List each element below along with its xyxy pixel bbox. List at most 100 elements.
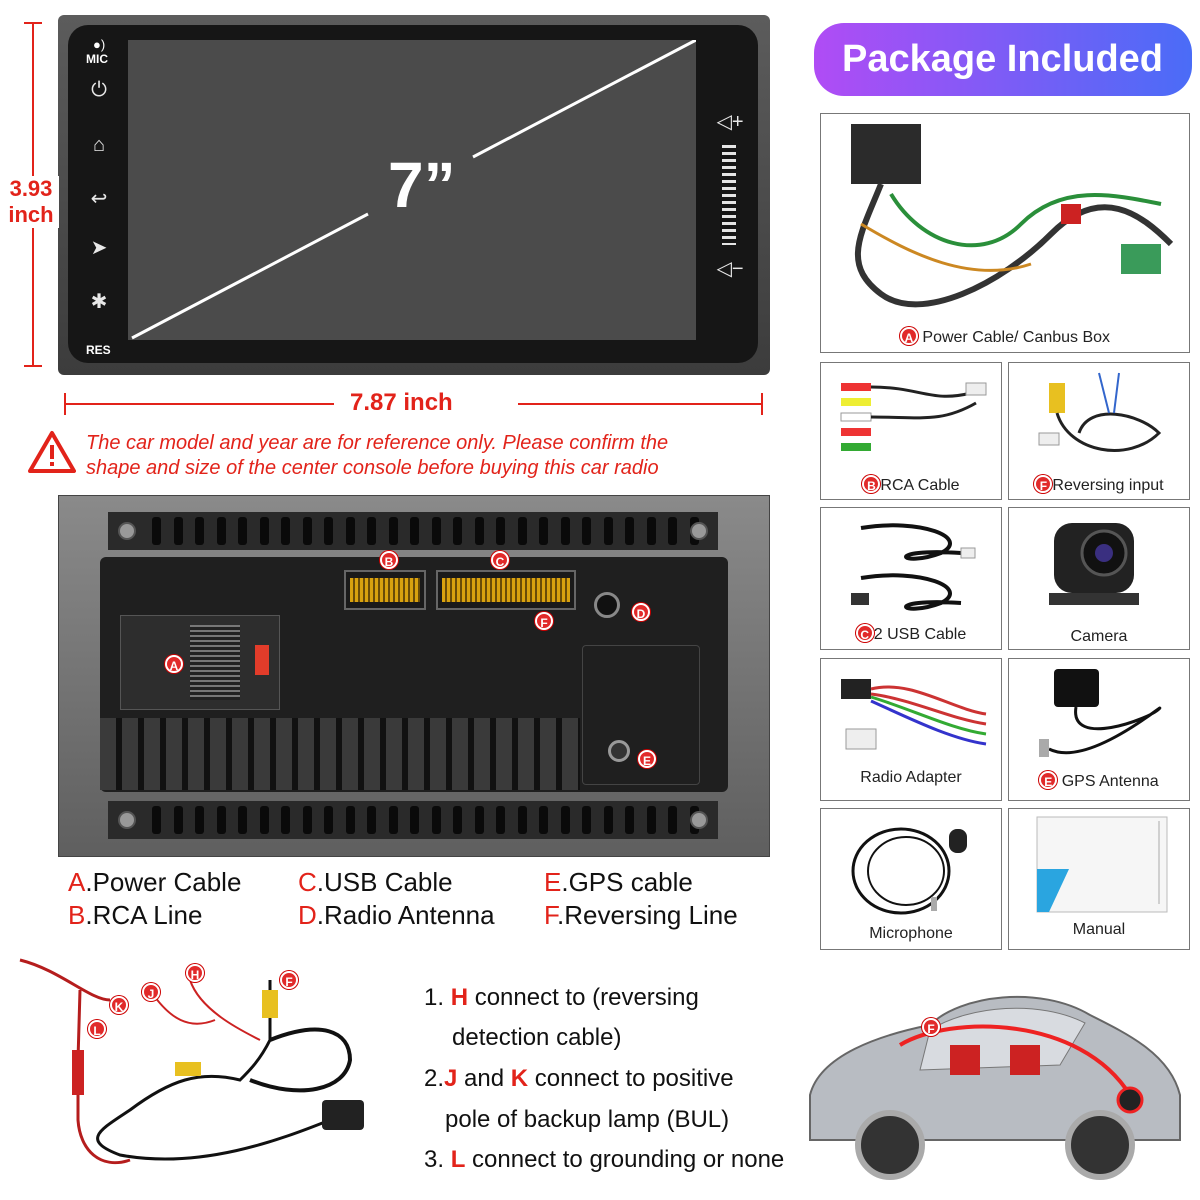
wire-badge-h: H — [186, 964, 204, 982]
wire-badge-k: K — [110, 996, 128, 1014]
screw-icon — [118, 811, 136, 829]
rail-slot — [582, 517, 591, 545]
legend-a: A.Power Cable — [68, 867, 242, 897]
back-icon: ↩ — [90, 188, 108, 210]
diagonal-line — [131, 40, 696, 340]
rail-slot — [324, 806, 333, 834]
rail-slot — [259, 517, 269, 545]
volume-up-icon: ◁+ — [716, 111, 744, 133]
usb-cable-image — [851, 523, 976, 611]
volume-down-icon: ◁− — [716, 258, 744, 280]
rail-slot — [195, 806, 204, 834]
gps-section — [582, 645, 700, 785]
rail-slot — [388, 806, 398, 834]
rail-slot — [625, 806, 634, 834]
power-icon: ⏻ — [91, 79, 107, 101]
bluetooth-icon: ✱ — [90, 291, 108, 313]
item-label: Microphone — [869, 925, 953, 942]
instruction-step-1-cont: detection cable) — [452, 1024, 622, 1051]
rail-slot — [152, 806, 161, 834]
mic-icon: ●) — [93, 37, 106, 52]
wire-badge-f: F — [280, 971, 298, 989]
rail-slot — [238, 517, 247, 545]
reversing-wire-diagram — [19, 958, 364, 1165]
rail-slot — [152, 517, 161, 545]
rail-slot — [431, 517, 441, 545]
legend-f: F.Reversing Line — [544, 900, 738, 930]
rail-slot — [388, 517, 398, 545]
radio-antenna-port — [594, 592, 620, 618]
rail-slot — [367, 517, 376, 545]
reversing-input-image — [1038, 372, 1162, 452]
microphone-image — [851, 827, 967, 915]
rail-slot — [345, 517, 355, 545]
top-rail — [108, 512, 718, 550]
package-item-radio-adapter: Radio Adapter — [820, 658, 1002, 801]
width-label: 7.87 inch — [350, 389, 453, 416]
rail-slot — [410, 517, 419, 545]
rail-slot — [474, 517, 484, 545]
rail-slot — [603, 517, 613, 545]
warning-text-2: shape and size of the center console bef… — [86, 457, 659, 479]
package-item-gps-antenna: E GPS Antenna — [1008, 658, 1190, 801]
bottom-rail — [108, 801, 718, 839]
rail-slot — [302, 806, 312, 834]
rail-slot — [646, 517, 656, 545]
rail-slot — [195, 517, 204, 545]
rail-slot — [431, 806, 441, 834]
badge: A — [899, 327, 918, 345]
power-cable-image — [851, 124, 1174, 308]
instruction-step-2: 2.J and K connect to positive — [424, 1065, 734, 1092]
package-item-power-cable: A Power Cable/ Canbus Box — [820, 113, 1190, 353]
item-label: Reversing input — [1052, 477, 1164, 494]
warning-icon — [28, 431, 76, 473]
radio-adapter-image — [841, 679, 987, 750]
instruction-step-1: 1. H connect to (reversing — [424, 984, 699, 1011]
legend-d: D.Radio Antenna — [298, 900, 495, 930]
screw-icon — [690, 811, 708, 829]
back-badge-e: E — [638, 750, 656, 768]
legend-e: E.GPS cable — [544, 867, 693, 897]
warning-text-1: The car model and year are for reference… — [86, 432, 669, 454]
wire-badge-l: L — [88, 1020, 106, 1038]
badge: F — [1034, 475, 1053, 493]
res-label: RES — [86, 343, 111, 357]
usb-port-pins — [442, 578, 570, 602]
package-title: Package Included — [814, 23, 1192, 96]
rail-slot — [173, 806, 183, 834]
manual-image — [1036, 816, 1168, 913]
rail-slot — [517, 517, 527, 545]
rca-port-pins — [350, 578, 420, 602]
rca-cable-image — [840, 382, 987, 451]
rail-slot — [238, 806, 247, 834]
item-label: Radio Adapter — [860, 769, 962, 786]
home-icon: ⌂ — [92, 134, 106, 156]
fuse — [255, 645, 269, 675]
rail-slot — [646, 806, 656, 834]
gps-port — [608, 740, 630, 762]
fin-row — [100, 718, 580, 790]
car-badge-f: F — [922, 1018, 940, 1036]
screw-icon — [690, 522, 708, 540]
badge: C — [855, 624, 874, 642]
wire-badge-j: J — [142, 983, 160, 1001]
width-dimension-line — [64, 403, 334, 405]
item-label: Manual — [1072, 921, 1126, 938]
legend-b: B.RCA Line — [68, 900, 203, 930]
power-connector-pins — [190, 625, 240, 700]
package-item-manual: Manual — [1008, 808, 1190, 950]
item-label: Camera — [1070, 628, 1128, 645]
rail-slot — [302, 517, 312, 545]
rail-slot — [324, 517, 333, 545]
rail-slot — [173, 517, 183, 545]
item-label: 2 USB Cable — [873, 626, 967, 643]
package-item-camera: Camera — [1008, 507, 1190, 650]
display-screen: 7” — [128, 40, 696, 340]
navigation-icon: ➤ — [90, 237, 108, 259]
rail-slot — [560, 806, 570, 834]
item-label: GPS Antenna — [1061, 773, 1159, 790]
rail-slot — [668, 517, 677, 545]
rail-slot — [281, 806, 290, 834]
